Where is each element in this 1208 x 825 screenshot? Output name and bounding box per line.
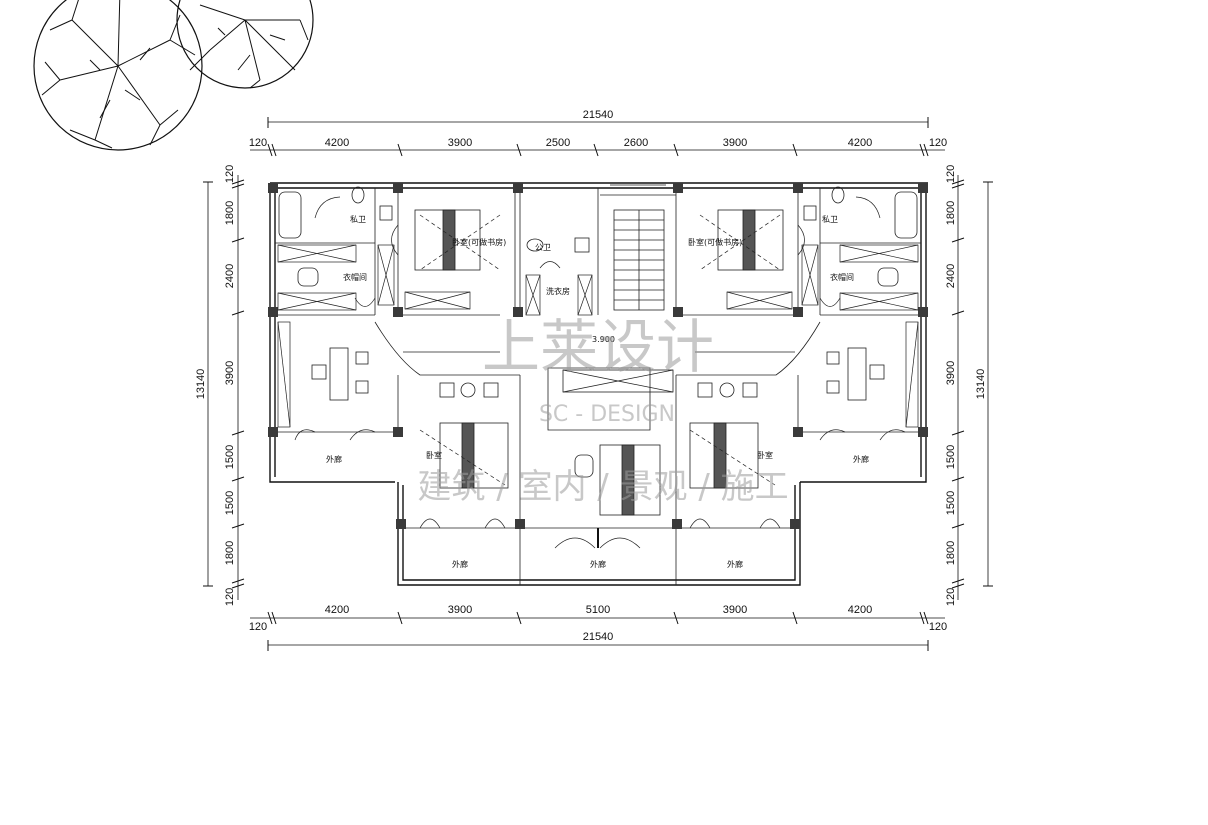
doors bbox=[294, 196, 906, 549]
left-seg-1: 120 bbox=[224, 165, 236, 183]
right-dimensions: 13140 120 1800 2400 3900 1500 1500 1800 … bbox=[945, 165, 993, 606]
bottom-seg-4: 5100 bbox=[586, 604, 610, 616]
right-seg-5: 1500 bbox=[945, 445, 957, 469]
staircase bbox=[600, 184, 676, 311]
right-seg-6: 1500 bbox=[945, 491, 957, 515]
bottom-total-dim: 21540 bbox=[583, 631, 614, 643]
left-seg-7: 1800 bbox=[224, 541, 236, 565]
left-total-dim: 13140 bbox=[195, 369, 207, 400]
door-trajectories bbox=[419, 214, 781, 486]
top-seg-2: 4200 bbox=[325, 137, 349, 149]
structural-columns bbox=[268, 183, 928, 529]
wardrobes bbox=[277, 244, 919, 428]
right-seg-1: 120 bbox=[945, 165, 957, 183]
top-dimensions: 21540 120 4200 3900 2500 2600 3900 4200 … bbox=[249, 109, 947, 157]
top-seg-4: 2500 bbox=[546, 137, 570, 149]
left-seg-3: 2400 bbox=[224, 264, 236, 288]
right-seg-7: 1800 bbox=[945, 541, 957, 565]
walls bbox=[269, 182, 928, 586]
top-seg-6: 3900 bbox=[723, 137, 747, 149]
label-bedroom-study-right: 卧室(可做书房) bbox=[688, 237, 742, 247]
top-total-dim: 21540 bbox=[583, 109, 614, 121]
bath-fixtures bbox=[278, 186, 918, 253]
bottom-seg-1: 120 bbox=[249, 621, 267, 633]
label-bedroom-left: 卧室 bbox=[426, 450, 442, 460]
right-total-dim: 13140 bbox=[975, 369, 987, 400]
tree-illustration bbox=[33, 0, 314, 151]
top-seg-5: 2600 bbox=[624, 137, 648, 149]
bottom-seg-7: 120 bbox=[929, 621, 947, 633]
label-corridor-bottom-right: 外廊 bbox=[727, 559, 743, 569]
watermark-tagline: 建筑 / 室内 / 景观 / 施工 bbox=[417, 467, 788, 507]
top-seg-3: 3900 bbox=[448, 137, 472, 149]
bottom-seg-2: 4200 bbox=[325, 604, 349, 616]
right-seg-4: 3900 bbox=[945, 361, 957, 385]
left-seg-8: 120 bbox=[224, 588, 236, 606]
label-private-bath-left: 私卫 bbox=[350, 215, 366, 224]
bottom-dimensions: 120 4200 3900 5100 3900 4200 120 21540 bbox=[249, 604, 947, 651]
watermark: 上莱设计 SC - DESIGN 建筑 / 室内 / 景观 / 施工 bbox=[417, 313, 788, 507]
top-seg-7: 4200 bbox=[848, 137, 872, 149]
label-bedroom-right: 卧室 bbox=[757, 450, 773, 460]
right-seg-3: 2400 bbox=[945, 264, 957, 288]
right-seg-2: 1800 bbox=[945, 201, 957, 225]
room-labels: 私卫 私卫 卧室(可做书房) 卧室(可做书房) 公卫 衣帽间 衣帽间 洗衣房 3… bbox=[326, 215, 869, 569]
bottom-seg-5: 3900 bbox=[723, 604, 747, 616]
left-seg-5: 1500 bbox=[224, 445, 236, 469]
label-elevation: 3.900 bbox=[592, 335, 615, 344]
label-bedroom-study-left: 卧室(可做书房) bbox=[452, 237, 506, 247]
furniture bbox=[297, 267, 899, 478]
label-laundry: 洗衣房 bbox=[546, 286, 570, 296]
right-seg-8: 120 bbox=[945, 588, 957, 606]
left-seg-6: 1500 bbox=[224, 491, 236, 515]
left-seg-2: 1800 bbox=[224, 201, 236, 225]
label-public-bath: 公卫 bbox=[535, 243, 551, 252]
bottom-seg-6: 4200 bbox=[848, 604, 872, 616]
label-closet-left: 衣帽间 bbox=[343, 272, 367, 282]
top-seg-1: 120 bbox=[249, 137, 267, 149]
left-dimensions: 13140 120 1800 2400 3900 1500 1500 1800 … bbox=[195, 165, 245, 606]
label-corridor-left: 外廊 bbox=[326, 454, 342, 464]
label-corridor-bottom-left: 外廊 bbox=[452, 559, 468, 569]
bottom-seg-3: 3900 bbox=[448, 604, 472, 616]
label-closet-right: 衣帽间 bbox=[830, 272, 854, 282]
label-private-bath-right: 私卫 bbox=[822, 215, 838, 224]
beds bbox=[414, 209, 784, 516]
watermark-subtitle: SC - DESIGN bbox=[539, 402, 675, 427]
top-seg-8: 120 bbox=[929, 137, 947, 149]
left-seg-4: 3900 bbox=[224, 361, 236, 385]
label-corridor-right: 外廊 bbox=[853, 454, 869, 464]
label-corridor-bottom-center: 外廊 bbox=[590, 559, 606, 569]
watermark-title: 上莱设计 bbox=[482, 313, 714, 381]
